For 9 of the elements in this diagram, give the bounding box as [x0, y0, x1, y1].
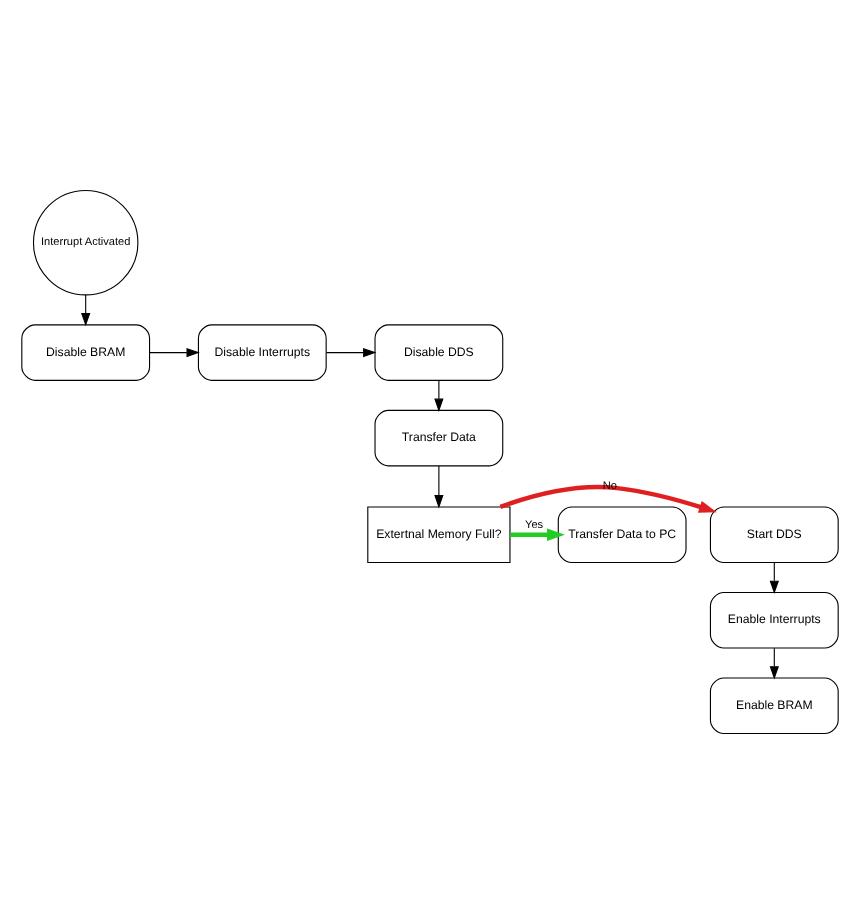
arrow: [325, 347, 377, 358]
arrow: [769, 562, 779, 595]
arrow: [499, 484, 717, 513]
arrow: [434, 465, 444, 509]
arrow: [769, 647, 779, 680]
arrow: [149, 347, 200, 358]
arrow: [81, 294, 91, 327]
arrow: [434, 379, 444, 412]
arrow: [510, 528, 565, 541]
